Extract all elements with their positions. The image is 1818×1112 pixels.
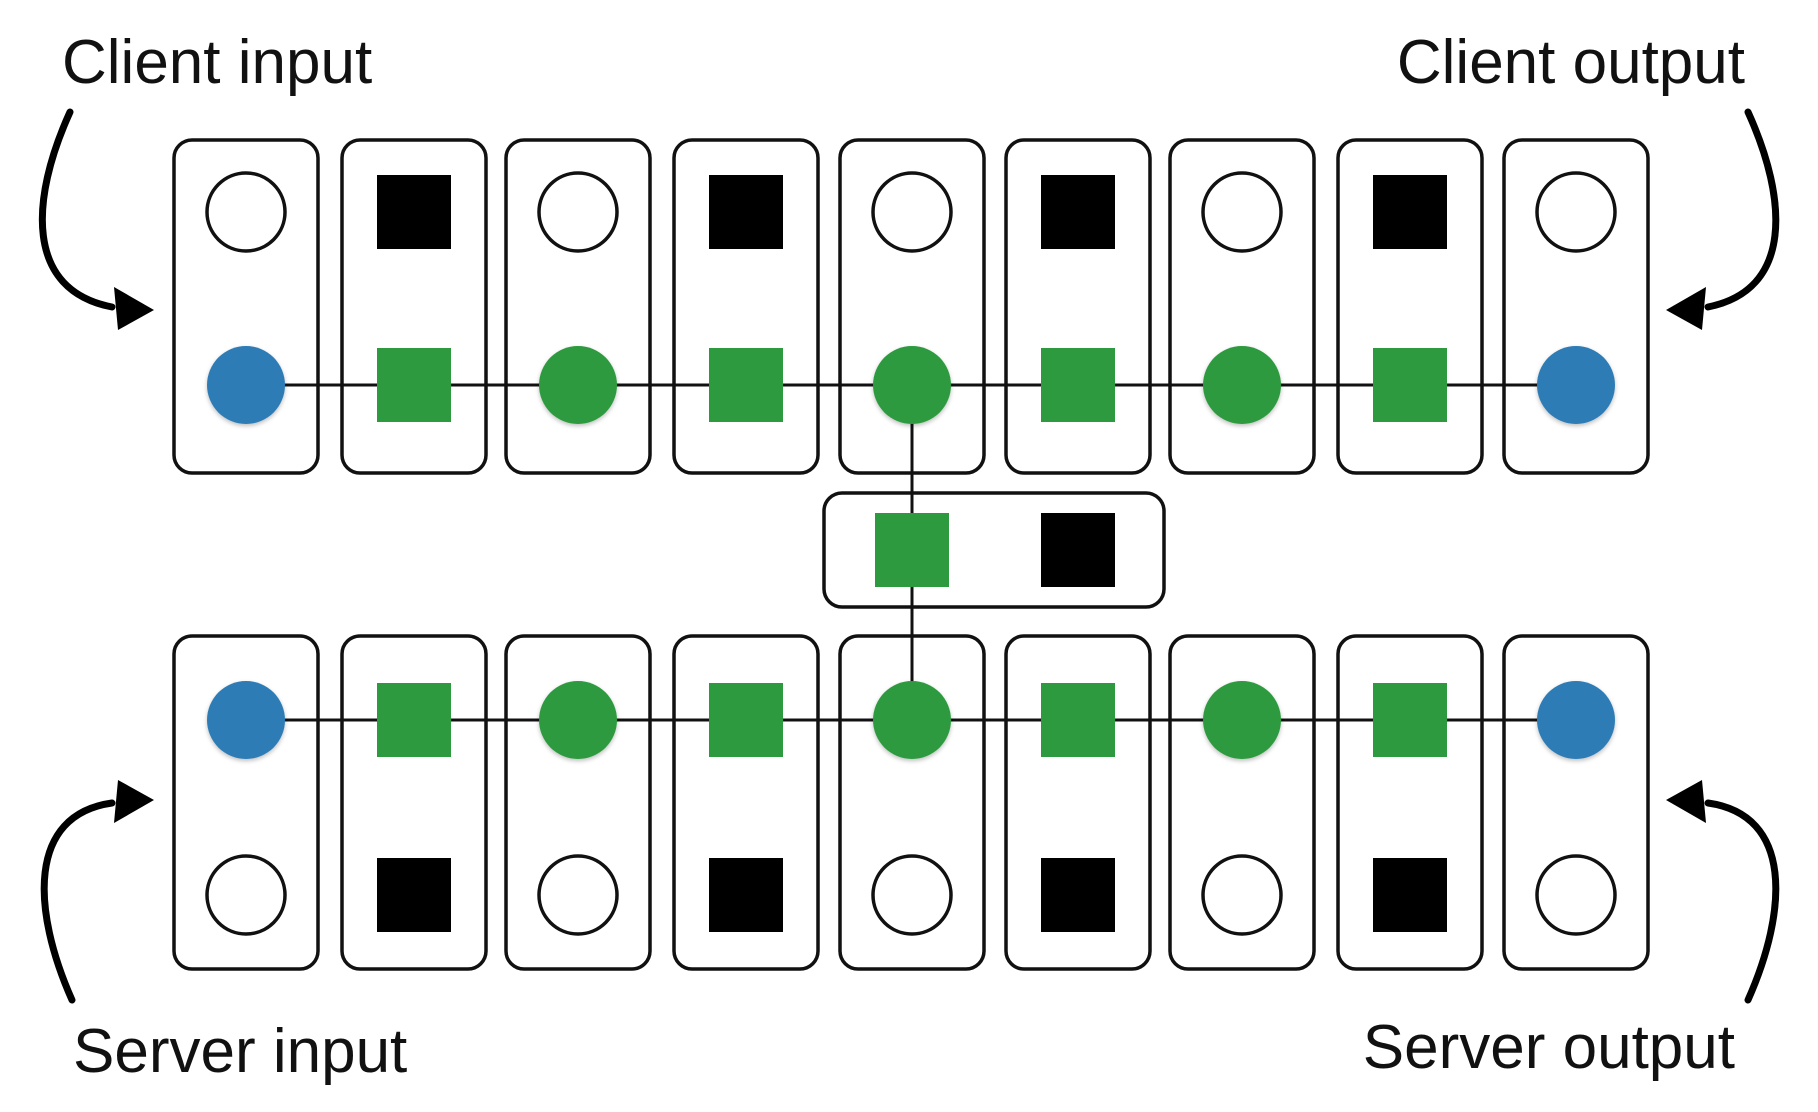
server-cell-5-bottom-hollow-circle (871, 854, 953, 936)
client-cell-9-bottom-blue-circle (1537, 346, 1615, 424)
client-cell-5-top-hollow-circle (871, 171, 953, 253)
client-cell-5-bottom-green-circle (873, 346, 951, 424)
client-cell-7-top-hollow-circle (1201, 171, 1283, 253)
server-cell-6-bottom-black-square (1041, 858, 1115, 932)
server-cell-1-top-blue-circle (207, 681, 285, 759)
client-input-arrow (38, 108, 154, 330)
server-cell-3-bottom-hollow-circle (537, 854, 619, 936)
server-output-arrow (1666, 780, 1780, 1004)
client-cell-9-top-hollow-circle (1535, 171, 1617, 253)
server-cell-8-top-green-square (1373, 683, 1447, 757)
client-cell-1-bottom-blue-circle (207, 346, 285, 424)
server-cell-4-top-green-square (709, 683, 783, 757)
server-cell-6-top-green-square (1041, 683, 1115, 757)
server-cell-2-bottom-black-square (377, 858, 451, 932)
client-cell-6-bottom-green-square (1041, 348, 1115, 422)
client-cell-7-bottom-green-circle (1203, 346, 1281, 424)
client-cell-3-top-hollow-circle (537, 171, 619, 253)
client-cell-8-bottom-green-square (1373, 348, 1447, 422)
nodes-layer (205, 171, 1617, 936)
client-cell-8-top-black-square (1373, 175, 1447, 249)
client-output-arrow (1666, 108, 1780, 330)
bridge-1-green-square (875, 513, 949, 587)
client-cell-2-top-black-square (377, 175, 451, 249)
bridge-2-black-square (1041, 513, 1115, 587)
client-output-label: Client output (1397, 28, 1745, 97)
client-cell-6-top-black-square (1041, 175, 1115, 249)
server-cell-5-top-green-circle (873, 681, 951, 759)
server-input-arrow (40, 780, 154, 1004)
server-cell-9-bottom-hollow-circle (1535, 854, 1617, 936)
server-cell-9-top-blue-circle (1537, 681, 1615, 759)
server-cell-8-bottom-black-square (1373, 858, 1447, 932)
server-cell-1-bottom-hollow-circle (205, 854, 287, 936)
client-input-label: Client input (62, 28, 372, 97)
server-cell-7-bottom-hollow-circle (1201, 854, 1283, 936)
server-cell-4-bottom-black-square (709, 858, 783, 932)
client-cell-4-top-black-square (709, 175, 783, 249)
server-cell-2-top-green-square (377, 683, 451, 757)
server-input-label: Server input (73, 1017, 407, 1086)
server-cell-3-top-green-circle (539, 681, 617, 759)
client-cell-2-bottom-green-square (377, 348, 451, 422)
client-cell-4-bottom-green-square (709, 348, 783, 422)
client-cell-1-top-hollow-circle (205, 171, 287, 253)
server-cell-7-top-green-circle (1203, 681, 1281, 759)
server-output-label: Server output (1363, 1013, 1735, 1082)
client-cell-3-bottom-green-circle (539, 346, 617, 424)
